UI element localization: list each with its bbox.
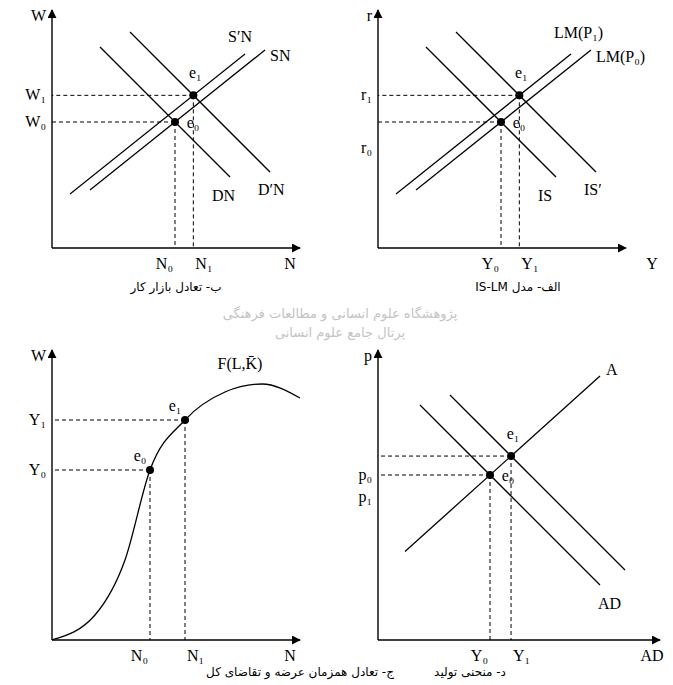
axis-label: N	[284, 255, 296, 273]
tick-label: Y₀	[29, 461, 46, 479]
guide-line	[150, 470, 151, 640]
point-label: e₀	[187, 114, 200, 132]
equilibrium-point	[181, 416, 189, 424]
guide-line	[378, 456, 511, 457]
curve-label: A	[606, 361, 618, 379]
tick-label: Y₁	[29, 411, 46, 429]
curve-label: LM(P₀)	[596, 48, 645, 66]
curve-label: D′N	[258, 181, 285, 199]
guide-line	[175, 122, 176, 248]
y-axis	[51, 350, 52, 640]
guide-line	[501, 122, 502, 248]
x-axis	[378, 247, 626, 248]
curve-label: IS′	[584, 181, 602, 199]
panel-caption: ج- تعادل همزمان عرضه و تقاضای کل	[206, 666, 394, 680]
upward-curve	[70, 54, 245, 194]
guide-line	[52, 95, 193, 96]
equilibrium-point	[486, 471, 494, 479]
x-axis	[52, 247, 300, 248]
tick-label: N₀	[131, 647, 148, 665]
curve-label: IS	[538, 187, 552, 205]
upward-curve	[416, 50, 591, 190]
guide-line	[52, 122, 175, 123]
point-label: e₁	[169, 397, 182, 415]
downward-curve	[130, 32, 270, 172]
guide-line	[490, 475, 491, 640]
equilibrium-point	[507, 452, 515, 460]
axis-label: Y	[646, 255, 658, 273]
curve-label: AD	[598, 595, 621, 613]
point-label: e₀	[513, 114, 526, 132]
tick-label: Y₁	[521, 255, 538, 273]
point-label: e₁	[189, 64, 202, 82]
equilibrium-point	[189, 91, 197, 99]
tick-label: p₀	[358, 466, 372, 484]
point-label: e₀	[134, 447, 147, 465]
tick-label: p₁	[358, 488, 372, 506]
tick-label: r₁	[361, 86, 372, 104]
equilibrium-point	[497, 118, 505, 126]
guide-line	[378, 122, 501, 123]
production-curve	[52, 384, 300, 640]
tick-label: Y₀	[482, 255, 499, 273]
upward-curve	[396, 54, 571, 194]
curve-label: DN	[212, 187, 235, 205]
point-label: e₀	[502, 467, 515, 485]
tick-label: W₁	[25, 86, 46, 104]
panel-caption: ب- تعادل بازار کار	[130, 281, 221, 295]
curve-label: LM(P₁)	[554, 24, 603, 42]
tick-label: N₀	[156, 255, 173, 273]
curve-label: F(L,K̄)	[218, 355, 263, 373]
guide-line	[185, 420, 186, 640]
axis-label: W	[31, 347, 46, 365]
guide-line	[378, 475, 490, 476]
guide-line	[52, 420, 185, 421]
panel-caption: الف- مدل IS-LM	[475, 281, 560, 295]
curve-label: SN	[270, 47, 290, 65]
axis-label: r	[367, 7, 372, 25]
x-axis	[52, 639, 300, 640]
demand-curve	[450, 395, 625, 570]
panel-caption: د- منحنی تولید	[434, 666, 506, 680]
downward-curve	[456, 32, 596, 172]
tick-label: r₀	[361, 139, 372, 157]
tick-label: Y₀	[471, 647, 488, 665]
curve-label: S′N	[228, 28, 252, 46]
y-axis	[377, 350, 378, 640]
equilibrium-point	[146, 466, 154, 474]
axis-label: W	[31, 7, 46, 25]
point-label: e₁	[507, 425, 520, 443]
guide-line	[52, 470, 150, 471]
y-axis	[377, 10, 378, 248]
guide-line	[378, 95, 519, 96]
demand-curve	[420, 405, 600, 585]
tick-label: N₁	[187, 647, 204, 665]
equilibrium-point	[171, 118, 179, 126]
axis-label: N	[284, 647, 296, 665]
axis-label: AD	[640, 647, 663, 665]
equilibrium-point	[515, 91, 523, 99]
tick-label: Y₁	[513, 647, 530, 665]
watermark: پرتال جامع علوم انسانی	[275, 326, 405, 341]
y-axis	[51, 10, 52, 248]
point-label: e₁	[515, 64, 528, 82]
upward-curve	[90, 50, 265, 190]
tick-label: W₀	[25, 113, 46, 131]
tick-label: N₁	[195, 255, 212, 273]
x-axis	[378, 639, 660, 640]
watermark: پژوهشگاه علوم انسانی و مطالعات فرهنگی	[223, 307, 458, 322]
supply-curve	[405, 376, 600, 552]
axis-label: p	[364, 347, 372, 365]
